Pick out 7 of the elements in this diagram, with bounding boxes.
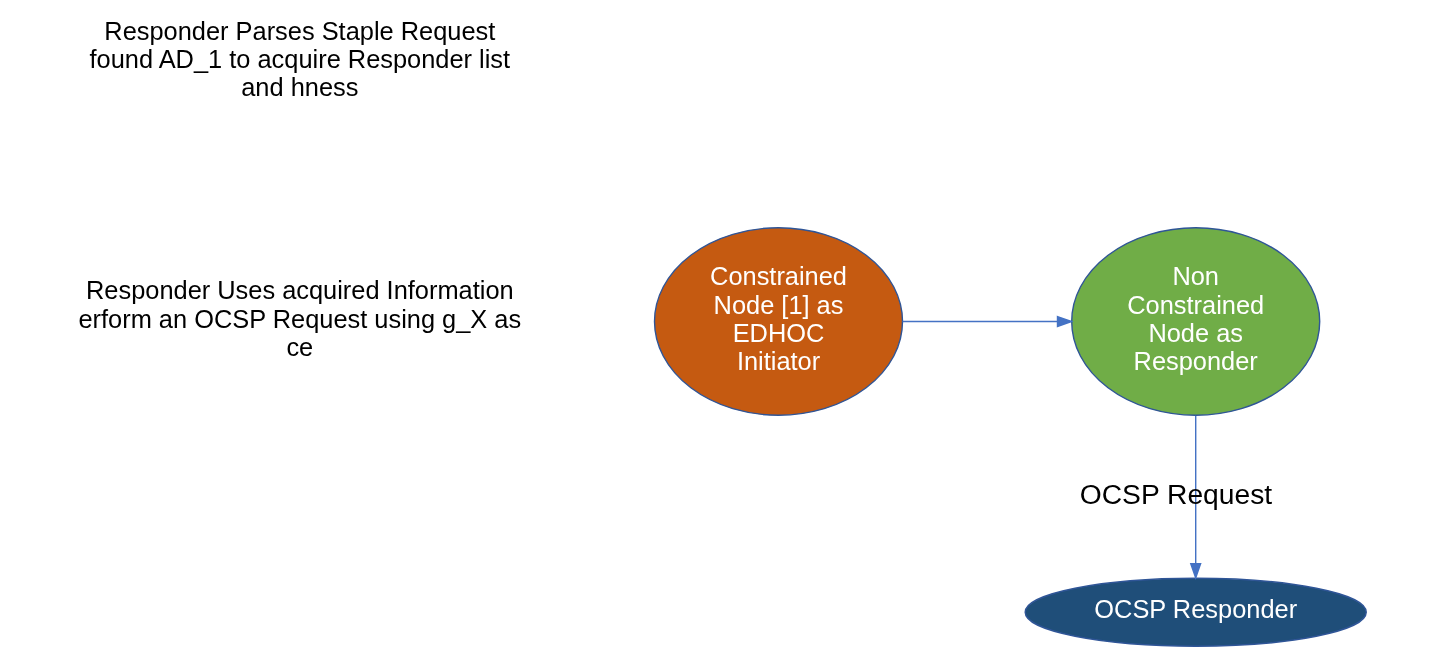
- arrow: [901, 315, 1074, 328]
- label: Responder Uses acquired Information erform an OCSP Request using g_X as ce: [78, 276, 522, 361]
- label: Responder Parses Staple Request found AD_1 to acquire Responder list and hness: [89, 16, 511, 102]
- node-ellipse: Constrained Node [1] as EDHOC Initiator: [653, 227, 904, 416]
- node-ellipse: Non Constrained Node as Responder: [1071, 227, 1321, 416]
- node-ellipse: OCSP Responder: [1024, 577, 1367, 647]
- arrow: [1189, 414, 1202, 580]
